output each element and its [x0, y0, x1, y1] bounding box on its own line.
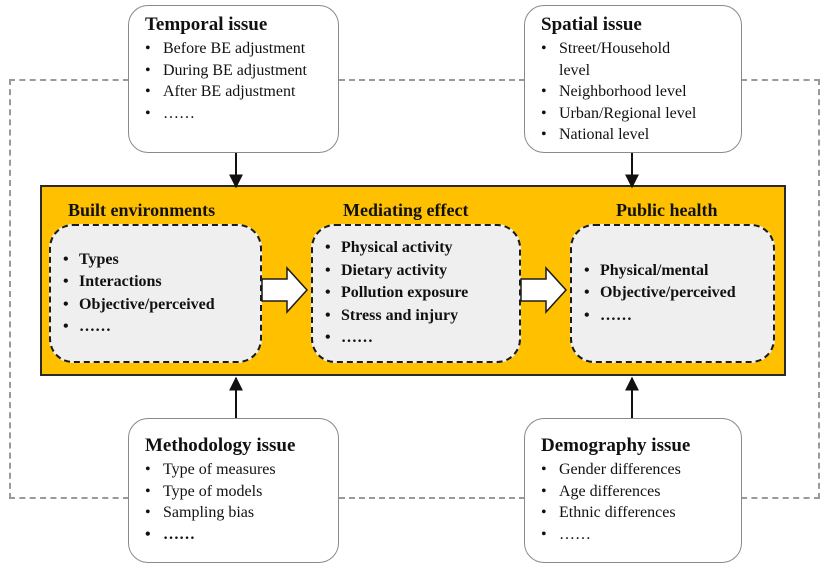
list-item: Dietary activity: [325, 260, 511, 283]
built-environments-box: Types Interactions Objective/perceived ……: [49, 224, 262, 363]
temporal-issue-title: Temporal issue: [145, 14, 268, 35]
mediating-effect-title: Mediating effect: [343, 200, 469, 220]
public-health-list: Physical/mental Objective/perceived ……: [584, 260, 765, 328]
list-item: Pollution exposure: [325, 282, 511, 305]
list-item: Urban/Regional level: [541, 103, 731, 125]
list-item: During BE adjustment: [145, 60, 328, 82]
frame-top-left: [9, 79, 129, 81]
mediating-to-health-arrow: [520, 266, 568, 314]
list-item: Physical/mental: [584, 260, 765, 283]
spatial-issue-list: Street/Household level Neighborhood leve…: [541, 38, 731, 146]
frame-bottom-middle: [339, 497, 525, 499]
frame-top-right: [741, 79, 820, 81]
frame-left: [9, 79, 11, 499]
methodology-issue-title: Methodology issue: [145, 435, 296, 456]
demography-issue-title: Demography issue: [541, 435, 691, 456]
list-item: Types: [63, 249, 252, 272]
list-item: Type of models: [145, 481, 328, 503]
list-item: ……: [325, 327, 511, 350]
list-item: Stress and injury: [325, 305, 511, 328]
temporal-issue-box: Temporal issue Before BE adjustment Duri…: [128, 5, 339, 153]
frame-top-middle: [339, 79, 525, 81]
spatial-issue-box: Spatial issue Street/Household level Nei…: [524, 5, 742, 153]
mediating-effect-box: Physical activity Dietary activity Pollu…: [311, 224, 521, 363]
demography-issue-list: Gender differences Age differences Ethni…: [541, 459, 731, 545]
frame-bottom-left: [9, 497, 129, 499]
public-health-title: Public health: [616, 200, 718, 220]
frame-bottom-right: [741, 497, 820, 499]
list-item: Type of measures: [145, 459, 328, 481]
list-item: Objective/perceived: [584, 282, 765, 305]
list-item: ……: [145, 103, 328, 125]
list-item: ……: [541, 524, 731, 546]
list-item: Interactions: [63, 271, 252, 294]
built-environments-list: Types Interactions Objective/perceived ……: [63, 249, 252, 339]
list-item: Ethnic differences: [541, 502, 731, 524]
list-item: Before BE adjustment: [145, 38, 328, 60]
temporal-issue-list: Before BE adjustment During BE adjustmen…: [145, 38, 328, 124]
built-to-mediating-arrow: [261, 266, 309, 314]
list-item: Street/Household level: [541, 38, 699, 81]
list-item: Neighborhood level: [541, 81, 731, 103]
list-item: Sampling bias: [145, 502, 328, 524]
list-item: Gender differences: [541, 459, 731, 481]
list-item: After BE adjustment: [145, 81, 328, 103]
list-item: Age differences: [541, 481, 731, 503]
list-item: National level: [541, 124, 731, 146]
frame-right: [818, 79, 820, 499]
list-item: Physical activity: [325, 237, 511, 260]
demography-issue-box: Demography issue Gender differences Age …: [524, 418, 742, 563]
list-item: ……: [145, 524, 328, 546]
central-framework-band: Built environments Mediating effect Publ…: [40, 185, 786, 376]
spatial-issue-title: Spatial issue: [541, 14, 642, 35]
built-environments-title: Built environments: [68, 200, 216, 220]
mediating-effect-list: Physical activity Dietary activity Pollu…: [325, 237, 511, 350]
list-item: ……: [63, 316, 252, 339]
public-health-box: Physical/mental Objective/perceived ……: [570, 224, 775, 363]
methodology-issue-list: Type of measures Type of models Sampling…: [145, 459, 328, 545]
list-item: Objective/perceived: [63, 294, 252, 317]
list-item: ……: [584, 305, 765, 328]
methodology-issue-box: Methodology issue Type of measures Type …: [128, 418, 339, 563]
